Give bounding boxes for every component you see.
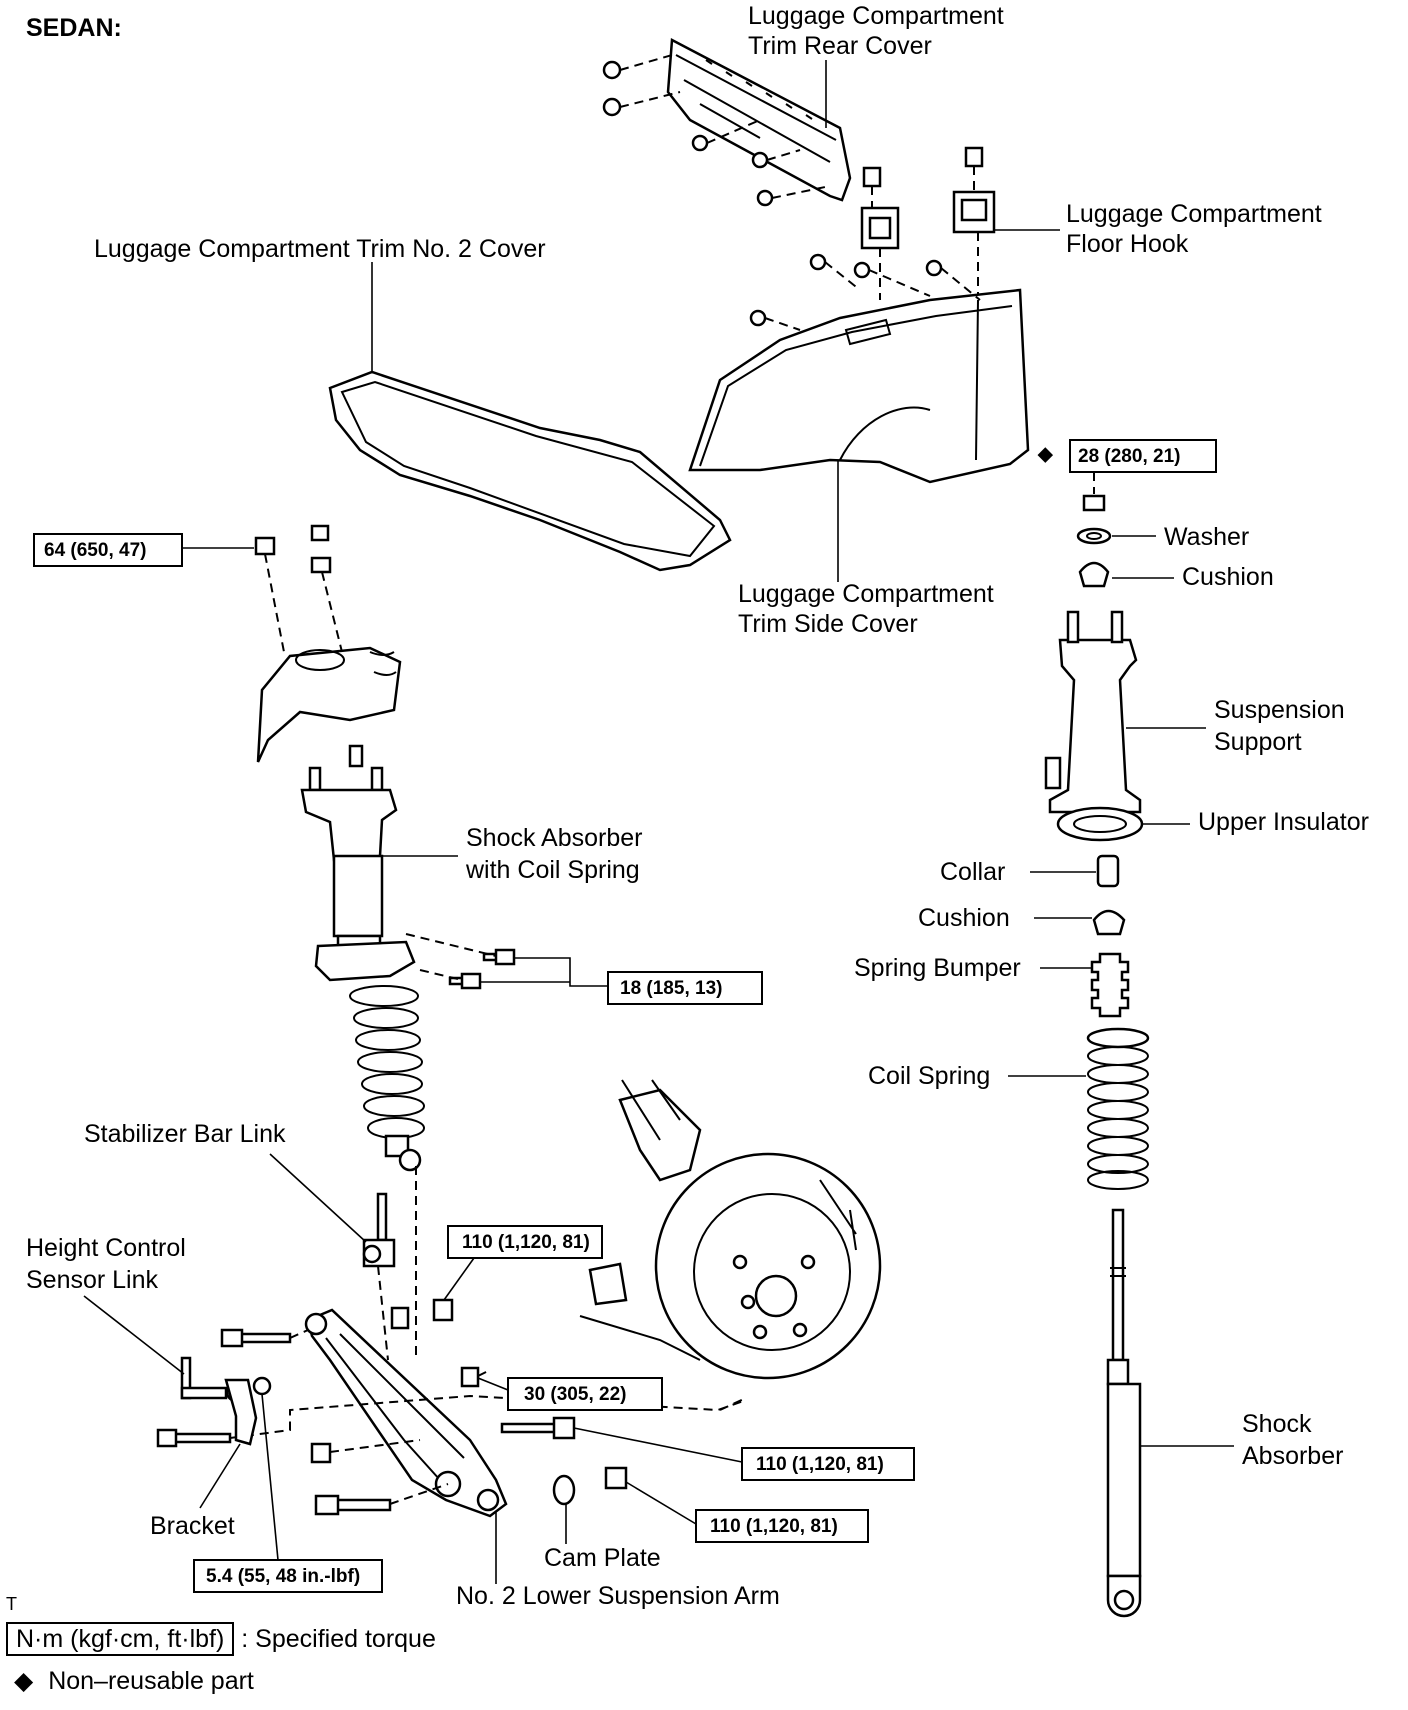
torque-box-64	[33, 533, 183, 567]
spring-bumper-part	[1090, 952, 1130, 1018]
svg-text:Luggage Compartment Trim S: Luggage Compartment Trim Side Cover	[738, 580, 1001, 638]
label-upper-insulator: Upper Insulator	[1198, 808, 1369, 836]
label-trim-rear-cover-1: Luggage Compartment	[748, 2, 1004, 30]
suspension-support-part	[1044, 610, 1142, 814]
collar-part	[1096, 854, 1120, 888]
bracket-part	[224, 1376, 272, 1446]
label-suspension-support-2: Support	[1214, 728, 1302, 756]
torque-box-30	[507, 1377, 663, 1411]
label-cam-plate: Cam Plate	[544, 1544, 661, 1572]
torque-30: 30 (305, 22)	[524, 1384, 626, 1405]
label-lower-arm: No. 2 Lower Suspension Arm	[456, 1582, 780, 1610]
arm-bolts-and-nuts	[156, 1328, 628, 1516]
svg-text:Height Control Sensor Link: Height Control Sensor Link	[26, 1234, 193, 1294]
label-suspension-support-1: Suspension	[1214, 696, 1345, 724]
floor-hook-parts	[860, 146, 996, 250]
shock-with-spring-part	[300, 744, 425, 1172]
legend-non-reusable: ◆ Non–reusable part	[14, 1666, 254, 1696]
mount-nuts	[254, 524, 332, 574]
torque-110-b: 110 (1,120, 81)	[756, 1454, 884, 1475]
label-shock-with-spring-1: Shock Absorber	[466, 824, 643, 852]
trim-rear-cover-part	[666, 38, 852, 202]
torque-28: 28 (280, 21)	[1078, 446, 1180, 467]
lower-cushion-part	[1092, 909, 1126, 936]
non-reusable-diamond: ◆	[1037, 444, 1054, 465]
label-coil-spring: Coil Spring	[868, 1062, 990, 1090]
label-shock-with-spring-2: with Coil Spring	[465, 856, 640, 884]
svg-text:Shock Absorber: Shock Absorber	[1242, 1410, 1343, 1470]
legend-diamond: ◆	[14, 1667, 34, 1695]
label-floor-hook-2: Floor Hook	[1066, 230, 1189, 258]
corner-mark: T	[6, 1594, 17, 1614]
label-floor-hook-1: Luggage Compartment	[1066, 200, 1322, 228]
svg-text:Luggage Compartment Floor: Luggage Compartment Floor Hook	[1066, 200, 1329, 258]
body-mount-part	[256, 646, 402, 763]
torque-box-110-b	[741, 1447, 915, 1481]
label-spring-bumper: Spring Bumper	[854, 954, 1021, 982]
torque-box-18	[607, 971, 763, 1005]
label-stabilizer-link: Stabilizer Bar Link	[84, 1120, 286, 1148]
lower-arm-part	[304, 1308, 508, 1518]
legend-torque-unit: N·m (kgf·cm, ft·lbf)	[6, 1622, 235, 1656]
shock-absorber-part	[1106, 1208, 1142, 1618]
torque-64: 64 (650, 47)	[44, 540, 146, 561]
torque-box-110-a	[447, 1225, 603, 1259]
label-bracket: Bracket	[150, 1512, 235, 1540]
label-height-sensor-link-2: Sensor Link	[26, 1266, 159, 1294]
label-trim-side-cover-2: Trim Side Cover	[738, 610, 918, 638]
label-washer: Washer	[1164, 523, 1249, 551]
shock-bolts-upper	[448, 948, 516, 990]
torque-box-110-c	[695, 1509, 869, 1543]
stabilizer-nut	[390, 1306, 410, 1330]
label-height-sensor-link-1: Height Control	[26, 1234, 186, 1262]
hub-knuckle-part	[579, 1079, 882, 1380]
torque-box-54	[193, 1559, 383, 1593]
torque-box-28	[1069, 439, 1217, 473]
torque-18: 18 (185, 13)	[620, 978, 722, 999]
upper-insulator-part	[1056, 806, 1144, 842]
label-cushion-lower: Cushion	[918, 904, 1010, 932]
torque-54: 5.4 (55, 48 in.-lbf)	[206, 1566, 360, 1587]
nut-part	[1082, 494, 1106, 512]
torque-110-c: 110 (1,120, 81)	[710, 1516, 838, 1537]
svg-text:Suspension Support: Suspension Support	[1214, 696, 1352, 756]
svg-text:Luggage Compartment Trim R: Luggage Compartment Trim Rear Cover	[748, 2, 1011, 60]
diagram-title: SEDAN:	[26, 14, 122, 42]
legend-non-reusable-desc: Non–reusable part	[48, 1667, 254, 1695]
label-trim-rear-cover-2: Trim Rear Cover	[748, 32, 932, 60]
coil-spring-part	[1086, 1027, 1150, 1190]
legend-torque: N·m (kgf·cm, ft·lbf) : Specified torque	[6, 1622, 436, 1656]
nut-110-a	[432, 1298, 454, 1322]
label-collar: Collar	[940, 858, 1005, 886]
label-shock-absorber-2: Absorber	[1242, 1442, 1343, 1470]
label-shock-absorber-1: Shock	[1242, 1410, 1312, 1438]
torque-110-a: 110 (1,120, 81)	[462, 1232, 590, 1253]
legend-torque-desc: : Specified torque	[241, 1625, 436, 1653]
washer-part	[1076, 527, 1112, 545]
trim-no2-cover-part	[328, 370, 732, 572]
trim-side-cover-part	[688, 288, 1030, 484]
stabilizer-link-part	[362, 1192, 396, 1268]
label-trim-no2-cover: Luggage Compartment Trim No. 2 Cover	[94, 235, 546, 263]
svg-text:Shock Absorber with Coil S: Shock Absorber with Coil Spring	[465, 824, 649, 884]
label-cushion-upper: Cushion	[1182, 563, 1274, 591]
label-trim-side-cover-1: Luggage Compartment	[738, 580, 994, 608]
upper-cushion-part	[1078, 561, 1110, 588]
